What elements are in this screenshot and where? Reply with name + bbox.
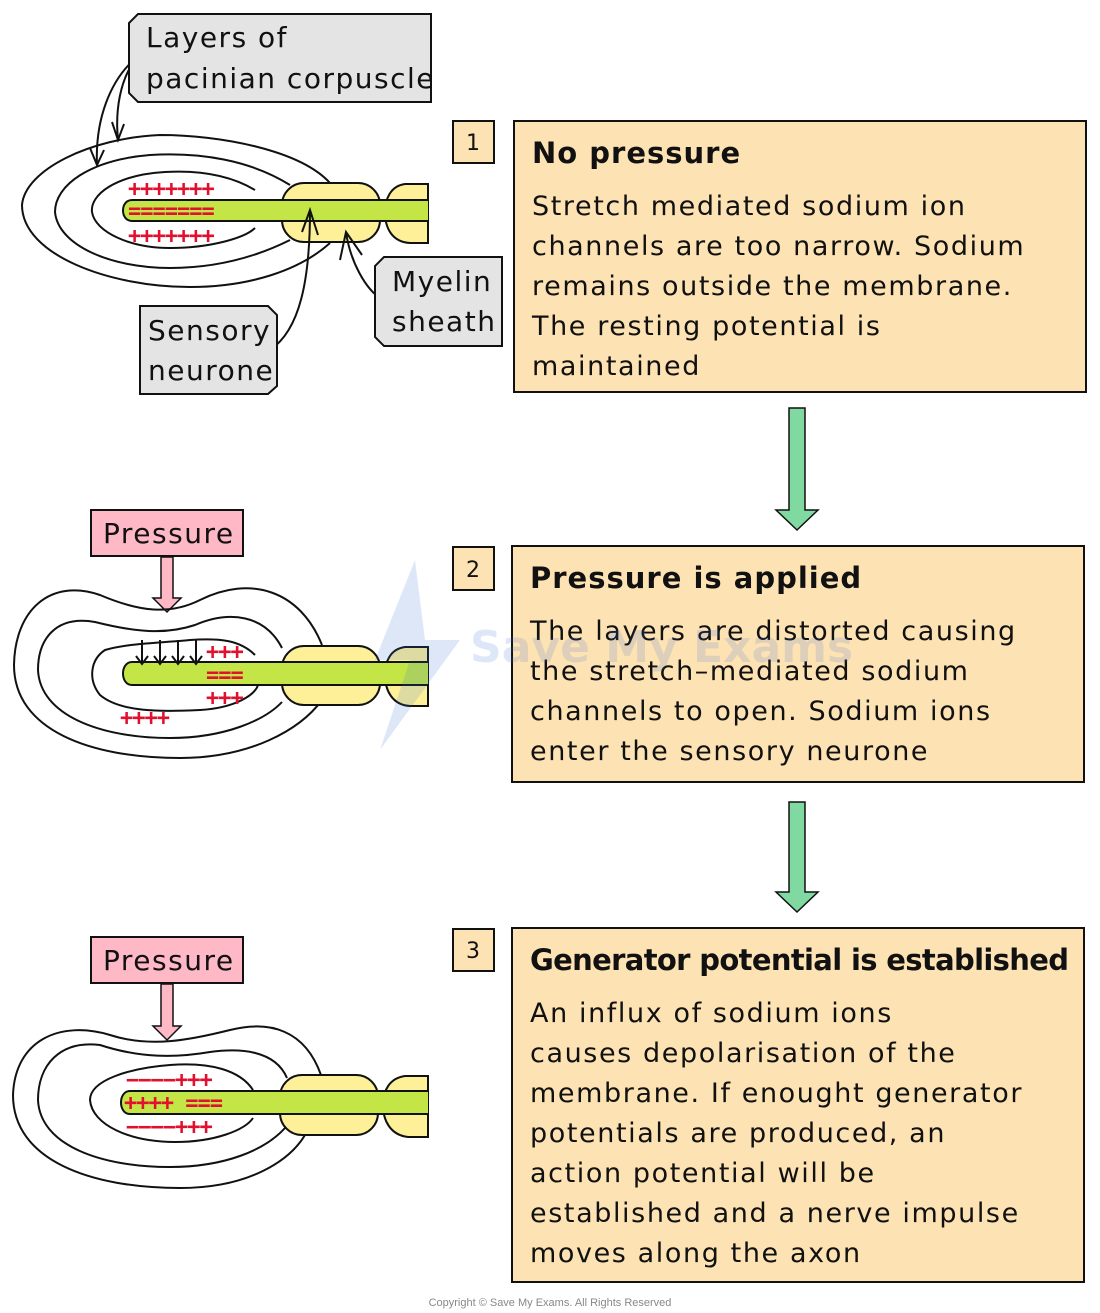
step-box-2: Pressure is applied The layers are disto… [511,545,1085,783]
svg-text:The layers are distorted causi: The layers are distorted causing [529,616,1017,647]
flow-arrow-down-icon [774,801,820,914]
svg-text:Sensory: Sensory [148,314,271,347]
svg-text:action potential will be: action potential will be [530,1158,876,1189]
watermark: Save My Exams [375,560,853,750]
step-number-2: 2 [452,546,495,591]
sensory-neurone-pointer [269,206,319,351]
svg-text:remains outside the membrane.: remains outside the membrane. [532,271,1013,302]
svg-text:maintained: maintained [532,351,701,382]
svg-text:1: 1 [466,131,480,156]
svg-text:moves along the axon: moves along the axon [530,1238,862,1269]
step-title: Pressure is applied [530,561,862,595]
corpuscle-resting: +++++++ ======= +++++++ [20,54,429,354]
charge-outside-bottom: +++++++ [128,224,214,249]
svg-text:the stretch–mediated sodium: the stretch–mediated sodium [530,656,970,687]
svg-text:enter the sensory neurone: enter the sensory neurone [530,736,929,767]
inner-layer [90,170,256,250]
svg-text:neurone: neurone [148,354,274,387]
svg-text:established and a nerve impuls: established and a nerve impulse [530,1198,1020,1229]
svg-text:−−−−+++: −−−−+++ [126,1068,212,1093]
corpuscle-generator-potential: −−−−+++ ++++ === −−−−+++ [11,1025,429,1190]
pressure-label-1: Pressure [90,509,244,557]
svg-text:2: 2 [466,558,480,583]
middle-layer [53,153,291,270]
svg-text:===: === [206,663,243,688]
corpuscle-pressure-applied: +++ === +++ ++++ [12,587,429,760]
outer-layer [20,133,331,289]
svg-text:Stretch mediated sodium ion: Stretch mediated sodium ion [532,191,967,222]
svg-text:3: 3 [466,939,480,964]
step-number-3: 3 [452,928,495,972]
svg-text:Myelin: Myelin [392,265,492,298]
svg-text:channels are too narrow. Sodiu: channels are too narrow. Sodium [532,231,1025,262]
svg-text:membrane. If enought generator: membrane. If enought generator [530,1078,1023,1109]
svg-text:An influx of sodium ions: An influx of sodium ions [530,998,893,1029]
charge-inside: ======= [128,199,214,224]
copyright: Copyright © Save My Exams. All Rights Re… [429,1297,672,1309]
step-title: Generator potential is established [530,943,1070,977]
svg-text:+++: +++ [206,640,243,665]
pressure-arrow-icon [151,556,183,614]
svg-text:Pressure: Pressure [103,944,235,977]
svg-text:Layers of: Layers of [146,21,288,54]
svg-text:Pressure: Pressure [103,517,235,550]
pressure-arrow-icon [151,983,183,1042]
stretch-arrows-icon [135,640,203,666]
step-title: No pressure [532,136,741,170]
svg-text:+++: +++ [206,686,243,711]
step-number-1: 1 [452,120,495,164]
step-box-3: Generator potential is established An in… [511,927,1085,1283]
step-box-1: No pressure Stretch mediated sodium ion … [513,120,1087,393]
svg-text:channels to open. Sodium ions: channels to open. Sodium ions [530,696,992,727]
svg-text:sheath: sheath [392,305,496,338]
label-sensory-neurone: Sensory neurone [139,305,278,395]
pressure-label-2: Pressure [90,936,244,984]
flow-arrow-down-icon [774,407,820,532]
svg-text:The resting potential is: The resting potential is [531,311,882,342]
svg-text:++++ ===: ++++ === [124,1091,223,1116]
svg-text:causes depolarisation of the: causes depolarisation of the [530,1038,957,1069]
svg-text:pacinian corpuscle: pacinian corpuscle [146,62,435,95]
watermark-text: Save My Exams [470,622,853,673]
svg-text:potentials are produced, an: potentials are produced, an [530,1118,946,1149]
layers-pointer [89,57,137,168]
svg-text:++++: ++++ [120,706,170,731]
label-layers-of-pacinian-corpuscle: Layers of pacinian corpuscle [128,13,435,103]
sensory-neurone-axon [122,199,428,222]
label-myelin-sheath: Myelin sheath [374,256,503,347]
svg-text:−−−−+++: −−−−+++ [126,1115,212,1140]
charge-outside-top: +++++++ [128,177,214,202]
